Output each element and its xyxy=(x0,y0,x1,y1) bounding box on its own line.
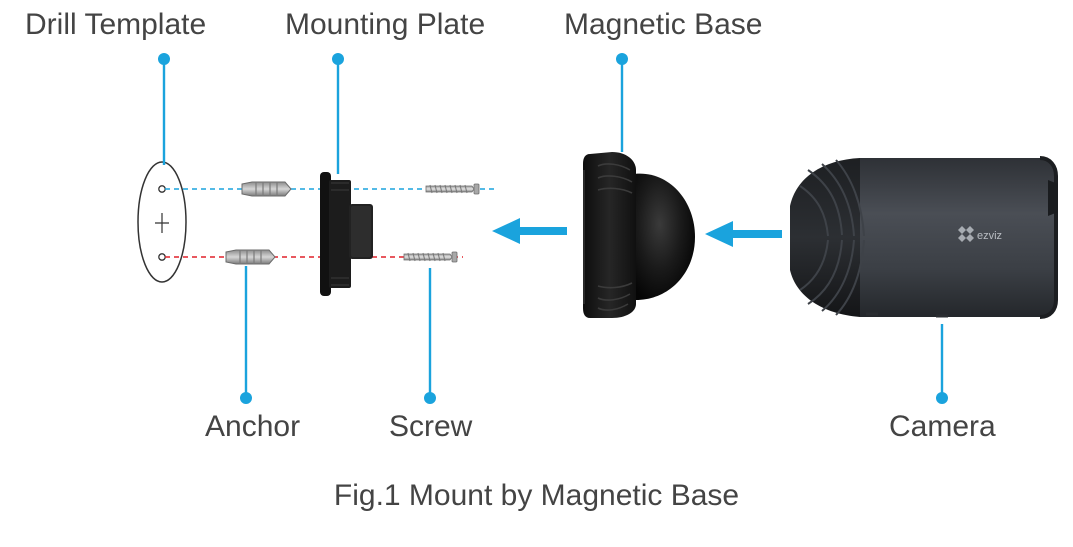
callout-mounting-plate xyxy=(332,53,344,174)
label-drill-template: Drill Template xyxy=(25,8,207,41)
label-screw: Screw xyxy=(389,410,473,443)
ezviz-logo: ezviz xyxy=(958,226,1002,242)
callout-screw xyxy=(424,268,436,404)
label-anchor: Anchor xyxy=(205,410,301,443)
mounting-plate xyxy=(320,172,373,296)
label-magnetic-base: Magnetic Base xyxy=(564,8,763,41)
callout-camera xyxy=(936,324,948,404)
drill-template xyxy=(137,161,187,283)
anchor-top xyxy=(241,181,292,197)
label-camera: Camera xyxy=(889,410,996,443)
callout-anchor xyxy=(240,266,252,404)
label-mounting-plate: Mounting Plate xyxy=(285,8,486,41)
figure-caption: Fig.1 Mount by Magnetic Base xyxy=(333,479,740,512)
drill-center-mark xyxy=(155,213,169,233)
arrow-left-icon xyxy=(492,218,567,244)
callout-magnetic-base xyxy=(616,53,628,152)
camera-body: ezviz xyxy=(790,156,1058,319)
screw-bottom xyxy=(403,251,458,263)
screw-top xyxy=(425,183,480,195)
magnetic-base xyxy=(583,152,695,318)
callout-drill-template xyxy=(158,53,170,165)
anchor-bottom xyxy=(225,249,276,265)
arrow-left-icon xyxy=(705,221,782,247)
camera-brand-text: ezviz xyxy=(977,230,1002,242)
